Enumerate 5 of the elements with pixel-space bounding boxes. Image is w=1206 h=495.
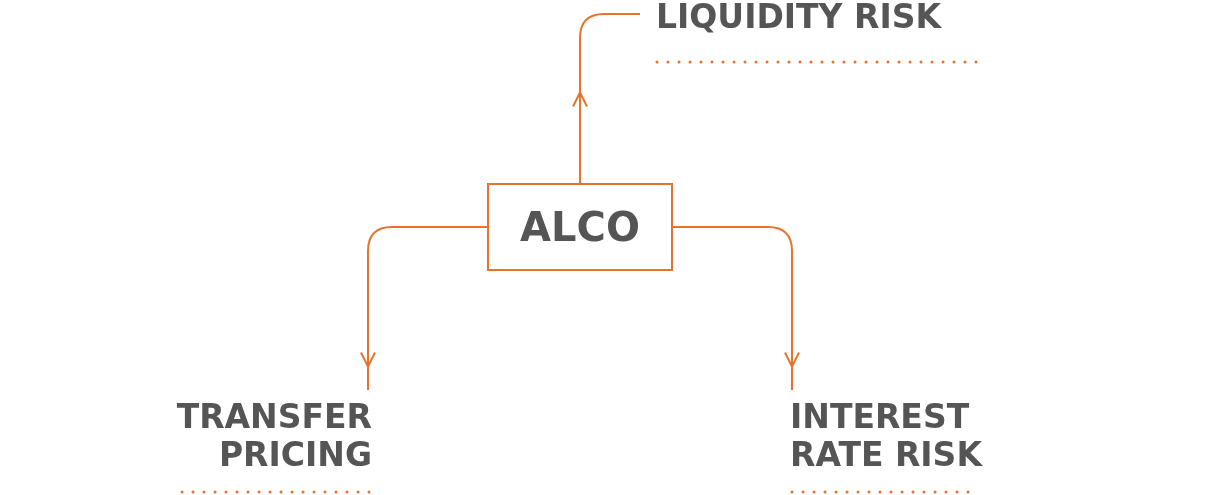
process-box — [487, 183, 673, 271]
node-text: ALCO — [520, 207, 640, 247]
node-text: TRANSFER PRICING — [175, 398, 372, 474]
node-text: INTEREST RATE RISK — [790, 398, 984, 474]
node-text: LIQUIDITY RISK — [656, 0, 943, 36]
